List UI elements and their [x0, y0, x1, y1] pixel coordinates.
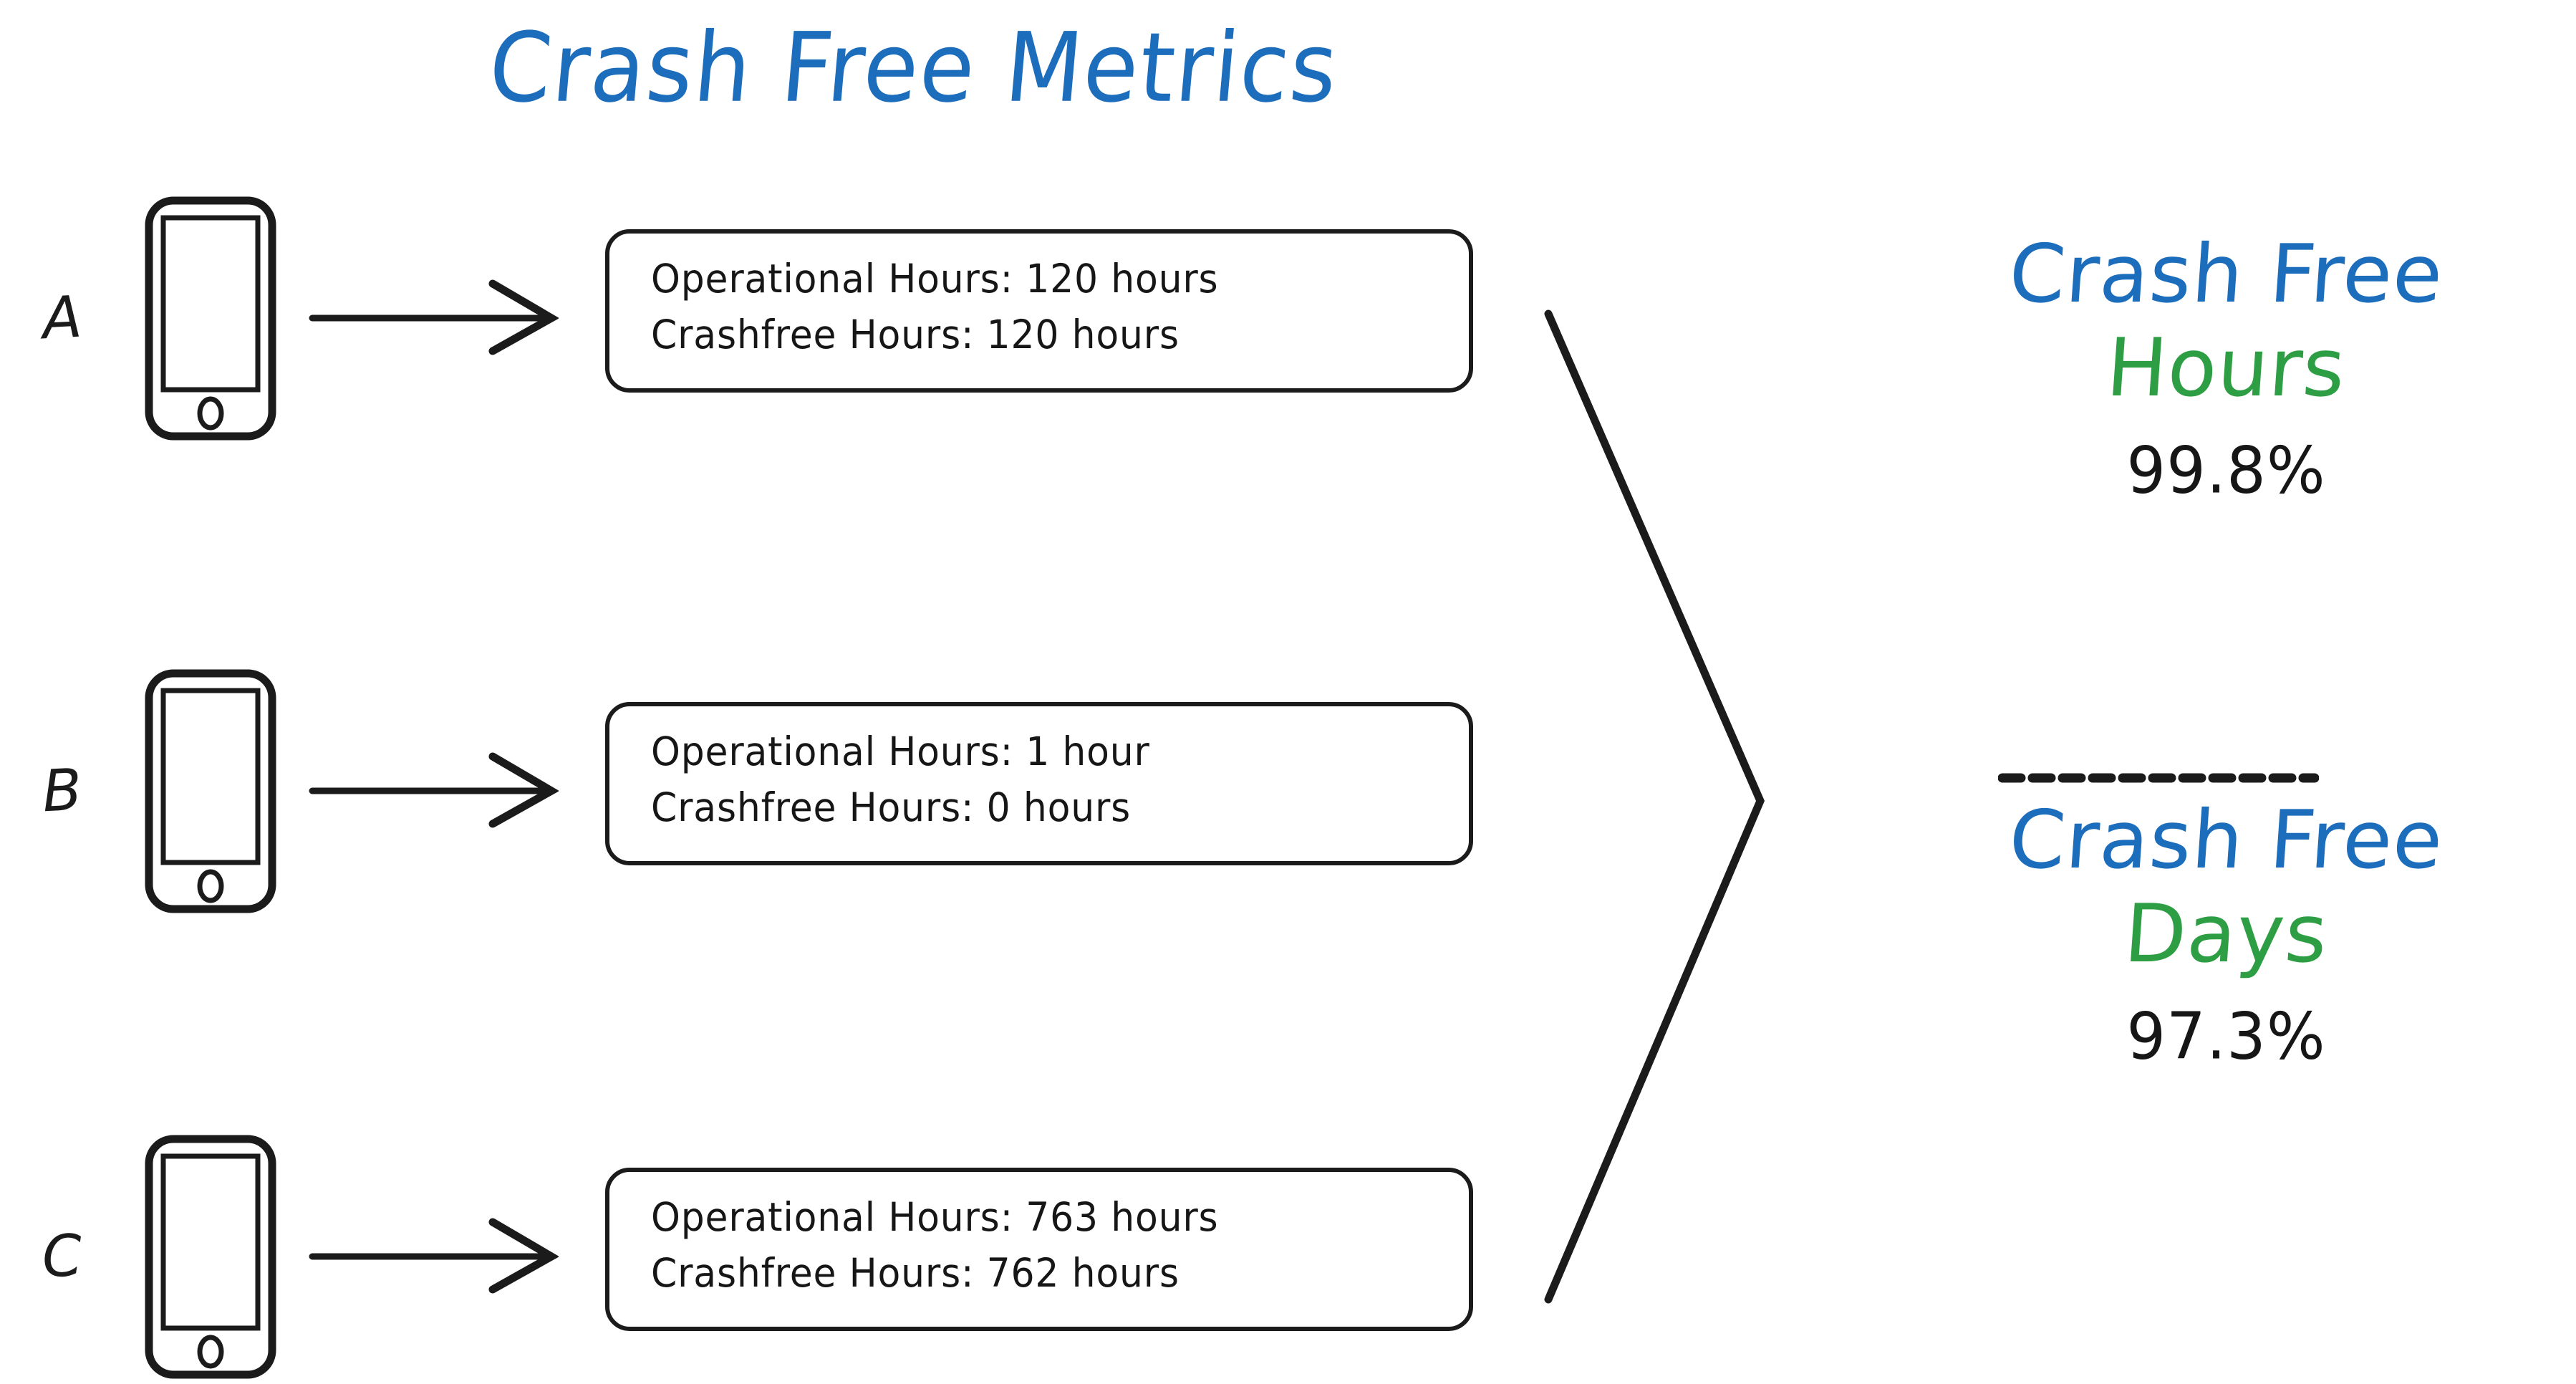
crash-free-hours-title: Crash Free	[2006, 228, 2446, 321]
operational-hours-text: Operational Hours: 120 hours	[651, 256, 1219, 302]
crashfree-hours-text: Crashfree Hours: 762 hours	[651, 1251, 1180, 1297]
crash-free-hours-unit: Hours	[2103, 321, 2349, 415]
crash-free-days-value: 97.3%	[2126, 999, 2326, 1075]
metrics-box-a: Operational Hours: 120 hours Crashfree H…	[605, 229, 1473, 393]
operational-hours-text: Operational Hours: 1 hour	[651, 729, 1150, 775]
crash-free-days-unit: Days	[2121, 887, 2331, 981]
mobile-phone-icon	[143, 1133, 278, 1380]
row-label-a: A	[40, 283, 85, 352]
metrics-box-c: Operational Hours: 763 hours Crashfree H…	[605, 1168, 1473, 1331]
arrow-right-icon	[308, 746, 559, 840]
device-row-a: A Operational Hours: 120 hours Crashfree…	[0, 188, 1518, 446]
chevron-converge-icon	[1518, 279, 1805, 1332]
operational-hours-text: Operational Hours: 763 hours	[651, 1195, 1219, 1241]
mobile-phone-icon	[143, 668, 278, 915]
mobile-phone-icon	[143, 195, 278, 442]
device-row-c: C Operational Hours: 763 hours Crashfree…	[0, 1126, 1518, 1384]
dashed-divider-icon	[1998, 772, 2319, 784]
row-label-b: B	[40, 756, 85, 825]
arrow-right-icon	[308, 274, 559, 367]
crash-free-days-metric: Crash Free Days 97.3%	[1876, 794, 2576, 1075]
metrics-box-b: Operational Hours: 1 hour Crashfree Hour…	[605, 702, 1473, 865]
crash-free-hours-metric: Crash Free Hours 99.8%	[1876, 228, 2576, 509]
device-row-b: B Operational Hours: 1 hour Crashfree Ho…	[0, 660, 1518, 918]
page-title: Crash Free Metrics	[484, 12, 1344, 125]
row-label-c: C	[40, 1221, 85, 1291]
results-panel: Crash Free Hours 99.8% Crash Free Days 9…	[1876, 215, 2576, 1375]
crash-free-days-title: Crash Free	[2006, 794, 2446, 887]
crash-free-hours-value: 99.8%	[2126, 433, 2326, 509]
crashfree-hours-text: Crashfree Hours: 120 hours	[651, 312, 1180, 358]
crashfree-hours-text: Crashfree Hours: 0 hours	[651, 785, 1132, 831]
arrow-right-icon	[308, 1212, 559, 1305]
